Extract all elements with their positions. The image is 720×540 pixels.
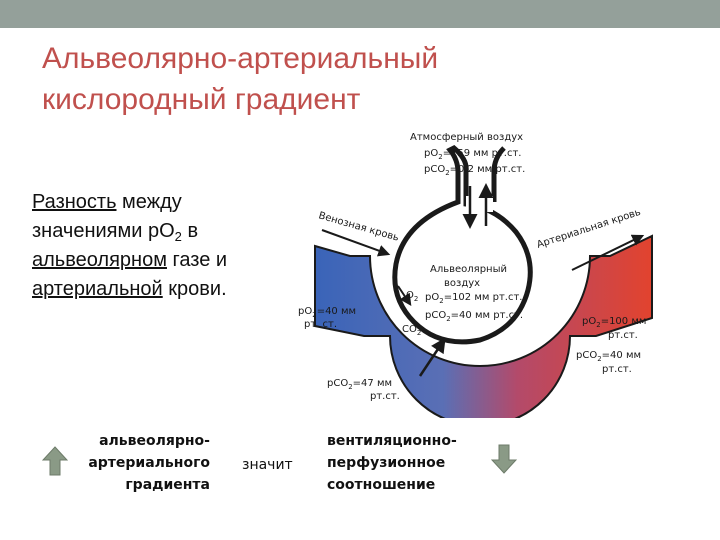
gradient-caption: альвеолярно- артериального градиента [62,430,210,496]
definition-part: крови. [162,278,227,300]
definition-word-raznost: Разность [32,191,117,213]
arterial-flow-arrow [571,234,645,271]
arterial-pco2: pCO2=40 мм [576,350,641,363]
alveolus-diagram: Атмосферный воздух pO2=159 мм рт.ст. pCO… [298,132,653,418]
co2-label: CO2 [402,324,421,337]
definition-subscript: 2 [174,229,182,244]
alveolar-title-1: Альвеолярный [430,264,507,275]
gradient-caption-line-1: альвеолярно- [99,433,210,449]
venous-flow-arrow [321,229,391,257]
venous-po2: pO2=40 мм [298,306,356,319]
atm-title: Атмосферный воздух [410,132,523,143]
title-line-1: Альвеолярно-артериальный [42,42,439,75]
ratio-caption-line-3: соотношение [327,477,436,493]
definition-word-alveolar: альвеолярном [32,249,167,271]
alveolar-pco2: pCO2=40 мм рт.ст. [425,310,523,323]
o2-label: O2 [406,290,418,303]
alveolar-po2: pO2=102 мм рт.ст. [425,292,522,305]
definition-part: между значениями pO [32,191,182,242]
atm-pco2: pCO2=0,2 мм рт.ст. [424,164,525,177]
arrow-up-icon [42,446,68,476]
definition-part: газе и [166,249,228,271]
top-bar [0,0,720,28]
definition-part: в [181,220,199,242]
blood-vessel [314,234,653,418]
title-line-2: кислородный градиент [42,83,361,116]
slide-title: Альвеолярно-артериальный кислородный гра… [42,38,562,120]
arterial-po2: pO2=100 мм [582,316,646,329]
venous-pco2-units: рт.ст. [370,391,400,402]
alveolus [392,145,533,345]
ratio-caption: вентиляционно- перфузионное соотношение [327,430,497,496]
alveolar-title-2: воздух [444,278,480,289]
venous-pco2: pCO2=47 мм [327,378,392,391]
gradient-caption-line-2: артериального [88,455,210,471]
gradient-caption-line-3: градиента [125,477,210,493]
arterial-pco2-units: рт.ст. [602,364,632,375]
definition-text: Разность между значениями pO2 в альвеоля… [32,188,292,304]
arterial-po2-units: рт.ст. [608,330,638,341]
ratio-caption-line-2: перфузионное [327,455,446,471]
o2-diffusion-arrow [397,285,412,306]
alveolus-duct-right [491,146,506,202]
co2-diffusion-arrow [418,337,446,377]
venous-po2-units: рт. ст. [304,319,337,330]
venous-label: Венозная кровь [317,210,400,244]
ratio-caption-line-1: вентиляционно- [327,433,457,449]
definition-word-arterial: артериальной [32,278,163,300]
arrow-down-icon [491,444,517,474]
means-label: значит [242,457,293,473]
atm-po2: pO2=159 мм рт.ст. [424,148,521,161]
